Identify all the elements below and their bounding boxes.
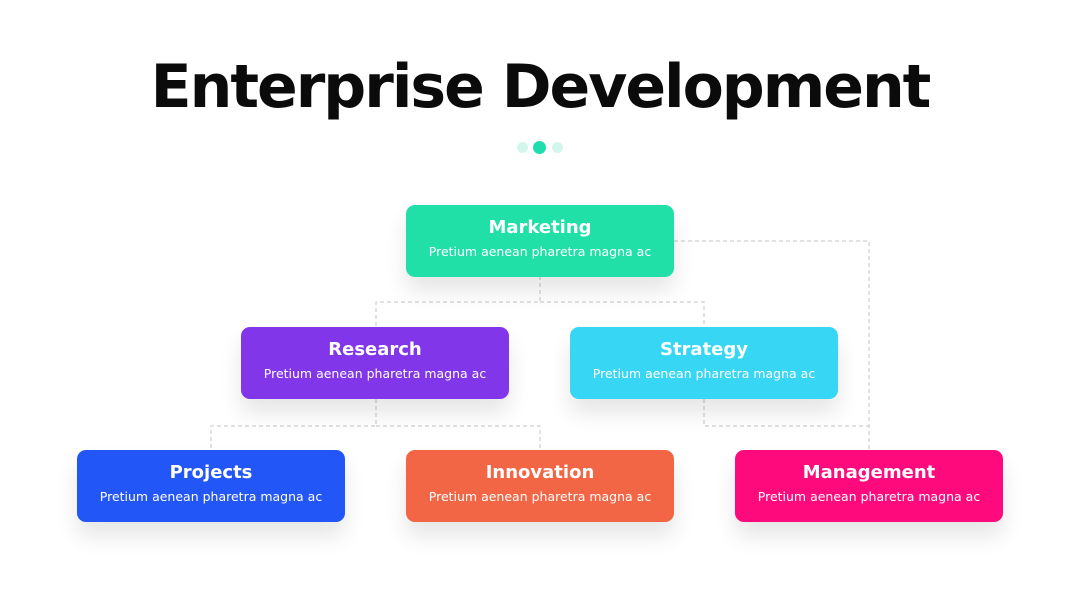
node-title: Projects <box>169 462 253 483</box>
node-title: Innovation <box>485 462 595 483</box>
connector-research-projects <box>210 399 377 451</box>
node-description: Pretium aenean pharetra magna ac <box>592 366 816 381</box>
node-marketing[interactable]: Marketing Pretium aenean pharetra magna … <box>406 205 674 277</box>
node-description: Pretium aenean pharetra magna ac <box>428 244 652 259</box>
node-title: Strategy <box>659 339 749 360</box>
node-strategy[interactable]: Strategy Pretium aenean pharetra magna a… <box>570 327 838 399</box>
node-description: Pretium aenean pharetra magna ac <box>99 489 323 504</box>
pagination-dot[interactable] <box>552 142 563 153</box>
connector-strategy-management <box>703 399 869 427</box>
node-projects[interactable]: Projects Pretium aenean pharetra magna a… <box>77 450 345 522</box>
node-title: Management <box>802 462 936 483</box>
node-research[interactable]: Research Pretium aenean pharetra magna a… <box>241 327 509 399</box>
node-title: Research <box>328 339 422 360</box>
node-innovation[interactable]: Innovation Pretium aenean pharetra magna… <box>406 450 674 522</box>
connector-research-innovation <box>376 425 541 451</box>
pagination-dot[interactable] <box>517 142 528 153</box>
node-description: Pretium aenean pharetra magna ac <box>263 366 487 381</box>
connector-marketing-research <box>375 276 541 328</box>
connector-marketing-strategy <box>540 301 705 328</box>
connector-marketing-management <box>674 240 870 451</box>
page-title: Enterprise Development <box>150 52 932 122</box>
node-management[interactable]: Management Pretium aenean pharetra magna… <box>735 450 1003 522</box>
pagination-dot-active[interactable] <box>533 141 546 154</box>
node-title: Marketing <box>488 217 592 238</box>
node-description: Pretium aenean pharetra magna ac <box>428 489 652 504</box>
node-description: Pretium aenean pharetra magna ac <box>757 489 981 504</box>
